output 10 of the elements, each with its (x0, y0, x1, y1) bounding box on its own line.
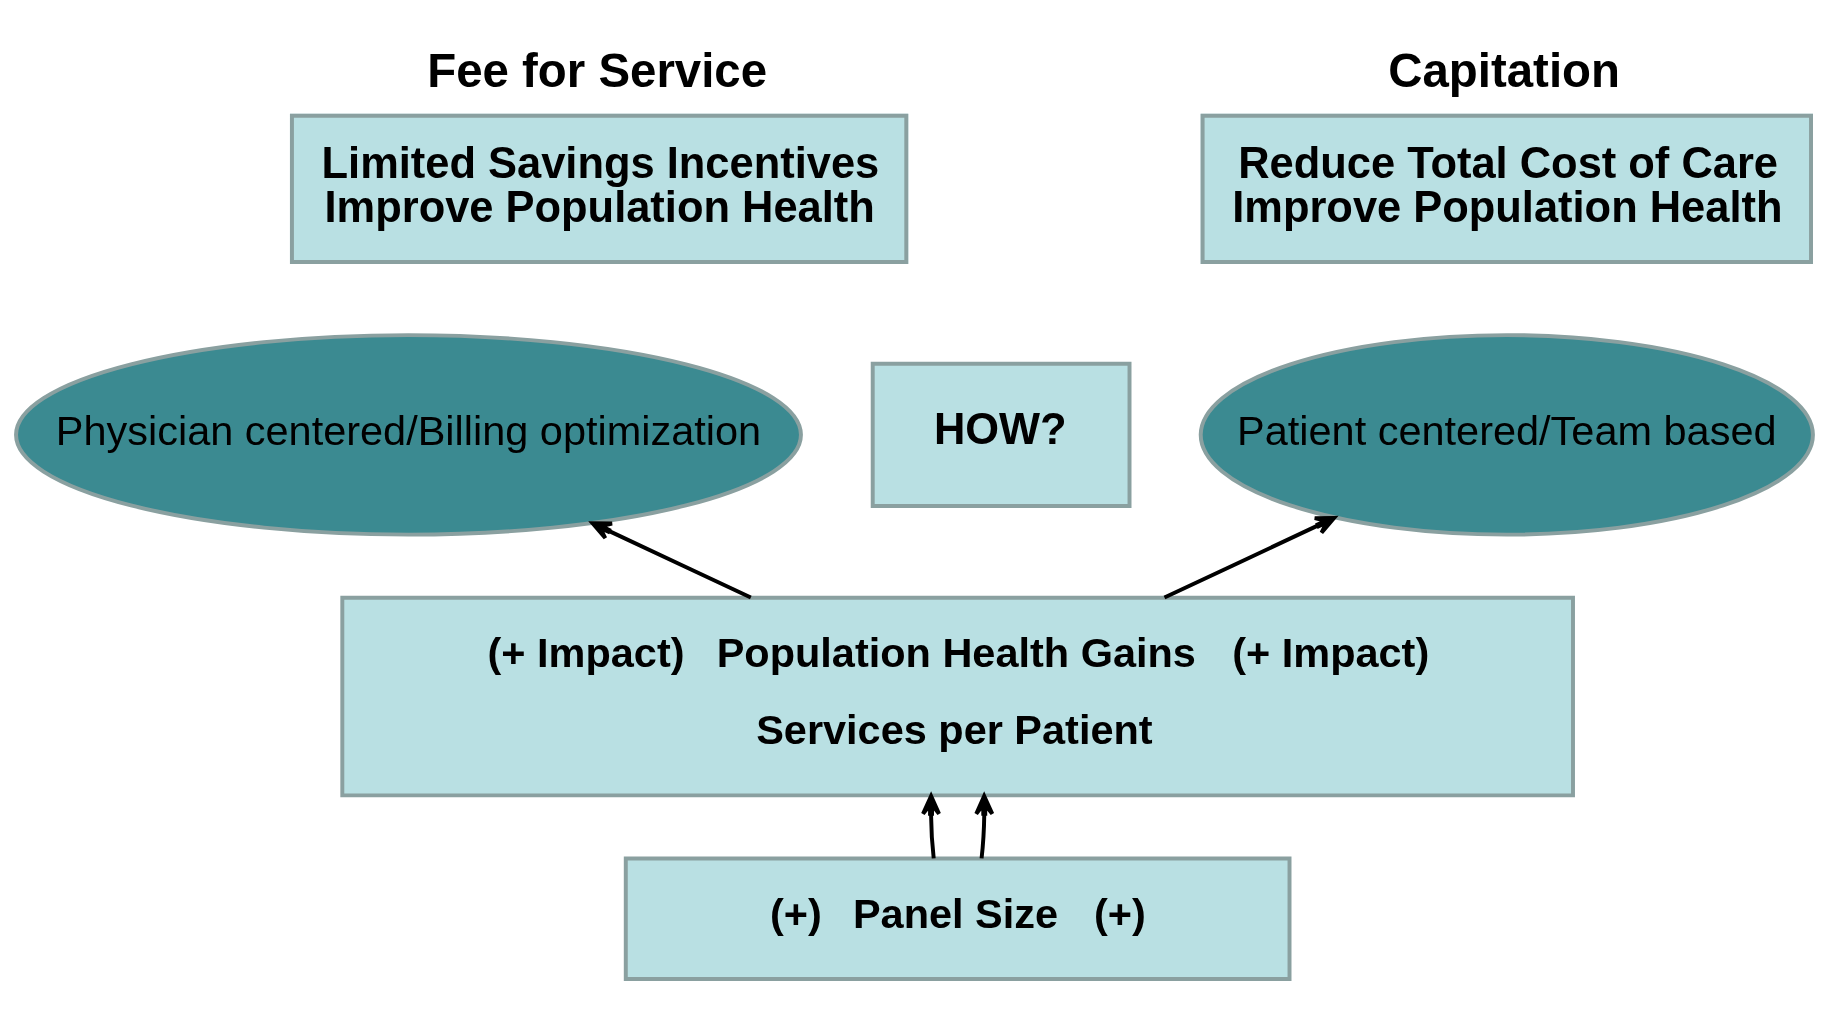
arrow (974, 793, 995, 859)
node-ellipse: Physician centered/Billing optimization (14, 332, 803, 537)
node-box: HOW? (870, 361, 1132, 508)
arrow (1163, 515, 1337, 599)
node-box: (+ Impact) Population Health Gains (+ Impact) Services per Patient (340, 595, 1575, 797)
arrow (921, 793, 941, 859)
node-label: Fee for Service (427, 43, 768, 97)
node-box: (+) Panel Size (+) (623, 856, 1292, 981)
arrow (590, 520, 752, 599)
node-label: Capitation (1388, 43, 1620, 97)
